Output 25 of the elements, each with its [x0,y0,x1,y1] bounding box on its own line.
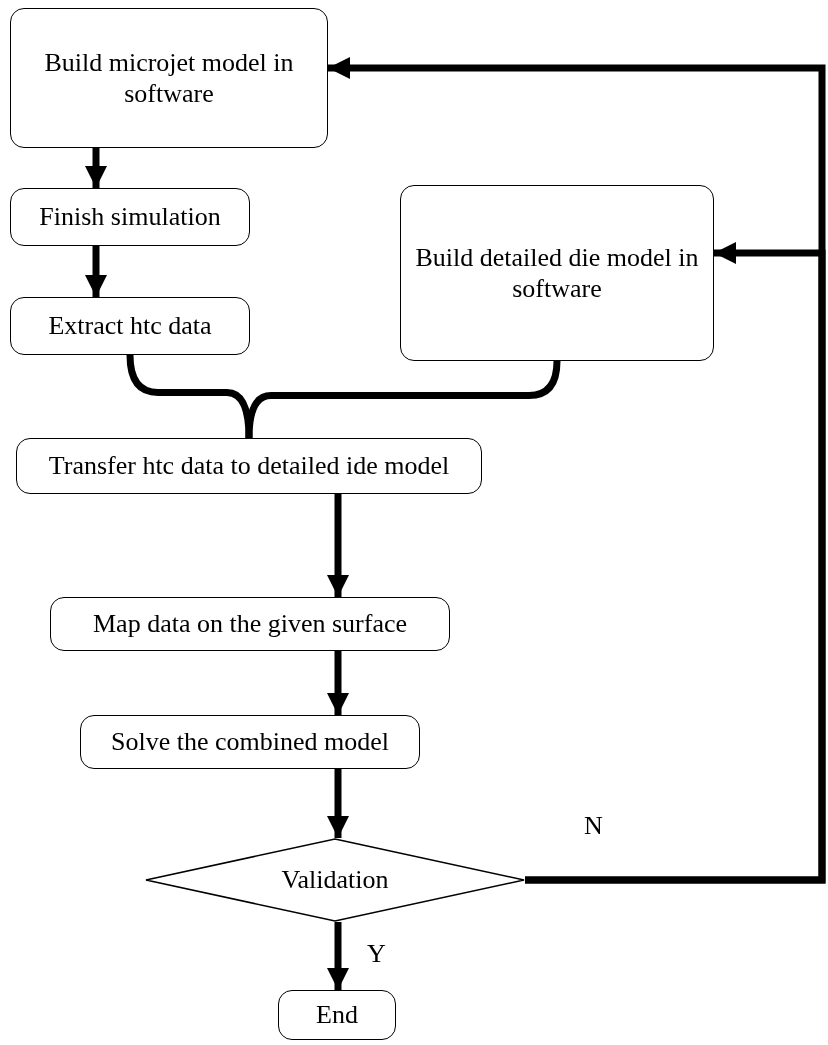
node-label: Build detailed die model in software [414,241,700,305]
process-box [10,8,328,148]
arrow [84,148,108,188]
process-box [10,188,250,246]
arrow [326,769,350,838]
arrow [525,241,826,884]
decision-diamond [145,838,525,922]
arrow [326,922,350,990]
process-box [16,438,482,494]
process-box [50,597,450,651]
arrow [326,494,350,597]
arrow [326,651,350,715]
process-box [400,185,714,361]
node-label: Solve the combined model [110,726,390,758]
node-label: Transfer htc data to detailed ide model [47,450,451,482]
node-label: Map data on the given surface [91,608,408,640]
process-box [80,715,420,769]
arrow [84,246,108,297]
node-label: Extract htc data [47,310,213,342]
node-label: Validation [281,864,389,896]
node-label: Build microjet model in software [43,46,295,110]
process-box [10,297,250,355]
node-label: Finish simulation [38,201,222,233]
node-label: End [315,999,359,1031]
process-box [278,990,396,1040]
